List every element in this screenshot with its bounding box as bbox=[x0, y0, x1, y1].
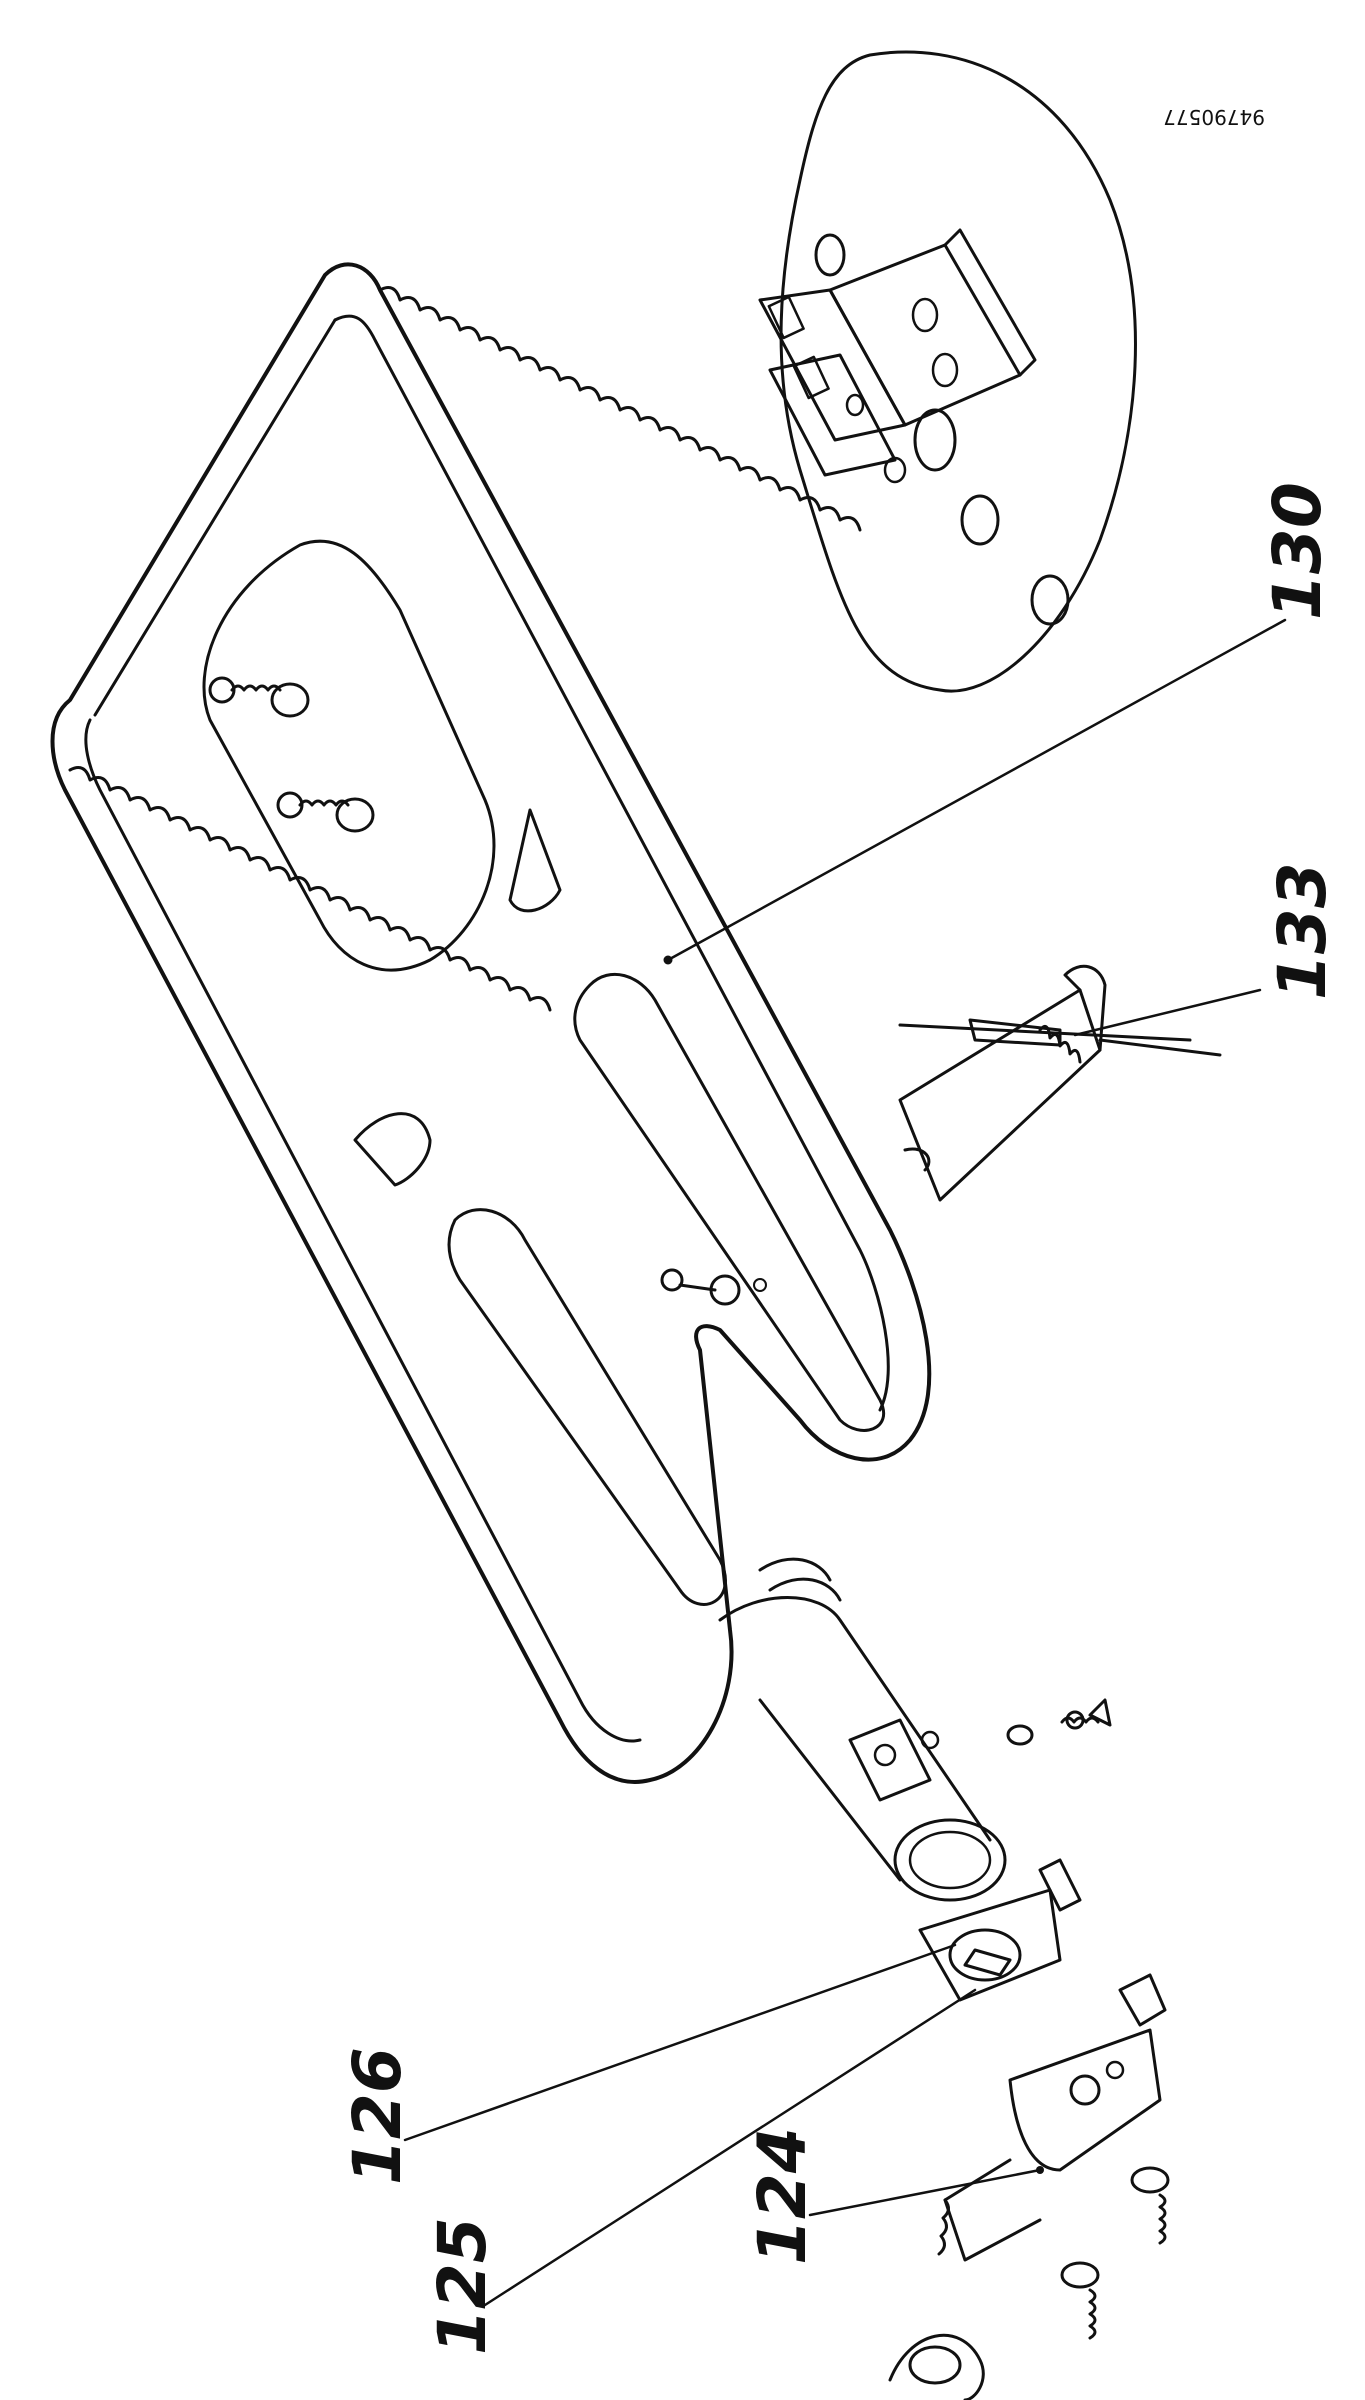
valve-assembly bbox=[888, 1858, 1170, 2400]
callout-133: 133 bbox=[1264, 862, 1341, 1000]
callout-126: 126 bbox=[339, 2047, 416, 2185]
leader-133 bbox=[1073, 988, 1262, 1037]
callout-124: 124 bbox=[744, 2127, 821, 2265]
callout-130: 130 bbox=[1259, 482, 1336, 620]
leader-125 bbox=[483, 1988, 977, 2307]
leader-lines bbox=[403, 618, 1287, 2307]
leader-130 bbox=[666, 618, 1287, 962]
document-number: 94790577 bbox=[1163, 105, 1265, 129]
washer-nut bbox=[1006, 1698, 1112, 1746]
mounting-plate bbox=[758, 50, 1137, 693]
leader-126 bbox=[403, 1943, 957, 2142]
burner-plate bbox=[50, 262, 1007, 1902]
plate-screws bbox=[208, 676, 375, 833]
ignitor-bracket bbox=[898, 964, 1222, 1202]
callout-125: 125 bbox=[424, 2217, 501, 2355]
leader-124 bbox=[808, 2168, 1042, 2217]
